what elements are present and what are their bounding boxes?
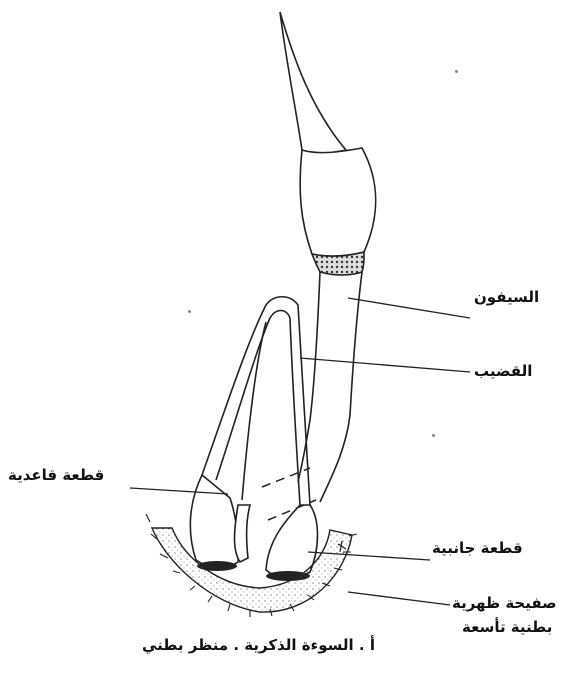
speck — [188, 310, 191, 313]
speck — [455, 70, 458, 73]
leader-siphon — [348, 298, 470, 318]
plate — [152, 528, 352, 612]
label-lateral-segment: قطعة جانبية — [432, 539, 523, 557]
label-siphon: السيفون — [474, 288, 539, 306]
leader-plate — [348, 592, 450, 605]
figure-caption: أ . السوءة الذكرية . منظر بطني — [142, 636, 375, 654]
leader-penis — [300, 358, 470, 372]
label-basal-segment: قطعة قاعدية — [8, 466, 104, 484]
label-plate-line2: بطنية تأسعة — [462, 618, 552, 636]
label-penis: القضيب — [474, 362, 532, 380]
speck — [432, 434, 435, 437]
siphon — [280, 12, 376, 502]
label-plate-line1: صفيحة ظهرية — [452, 594, 557, 612]
